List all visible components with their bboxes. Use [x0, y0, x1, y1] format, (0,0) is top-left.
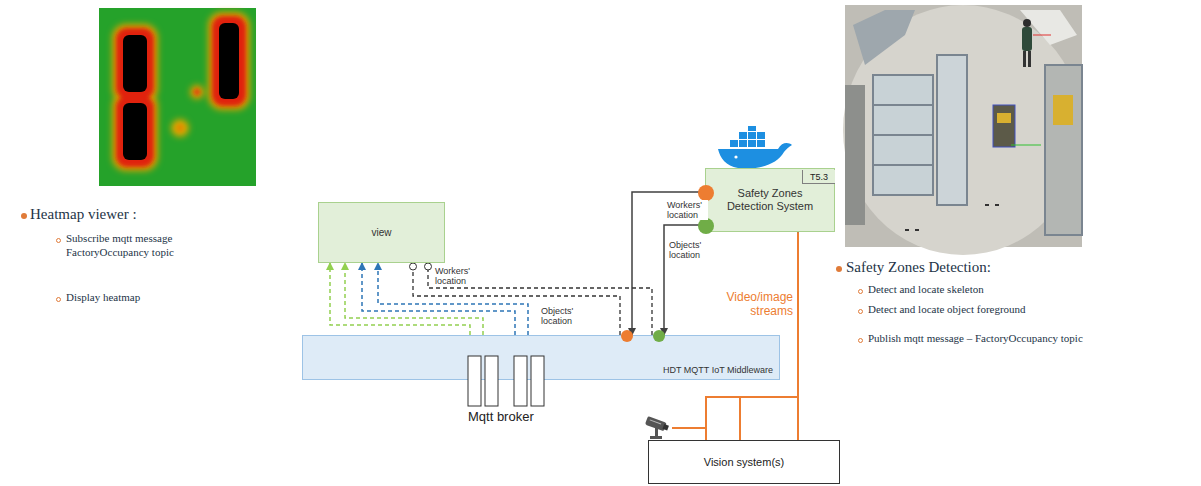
section-heading: Safety Zones Detection:: [846, 259, 991, 276]
bullet-text: Publish mqtt message – FactoryOccupancy …: [868, 332, 1083, 344]
connector: [795, 225, 802, 440]
view-box: view: [318, 202, 445, 263]
edge-label: Objects' location: [540, 306, 582, 326]
node-text: T5.3: [810, 172, 828, 182]
connector: [345, 263, 483, 335]
factory-photo: [845, 5, 1082, 247]
node-text: view: [371, 227, 391, 238]
bullet-mark: [836, 266, 842, 272]
node-text: Vision system(s): [704, 456, 784, 468]
bullet-mark: [21, 213, 27, 219]
node-text: Safety Zones Detection System: [715, 187, 825, 213]
system-box: Safety Zones Detection System T5.3: [705, 168, 835, 232]
bullet-text: Detect and locate object foreground: [868, 303, 1026, 315]
connector: [378, 263, 528, 335]
bullet-text: Subscribe mqtt message FactoryOccupancy …: [66, 231, 191, 259]
middleware-band: HDT MQTT IoT Middleware: [302, 335, 780, 380]
task-tag: T5.3: [802, 170, 835, 184]
bullet-mark: [56, 297, 61, 302]
broker-label: Mqtt broker: [468, 409, 534, 424]
bullet-mark: [858, 309, 863, 314]
bullet-mark: [858, 289, 863, 294]
bullet-text: Detect and locate skeleton: [868, 283, 984, 295]
docker-icon: [716, 126, 794, 170]
bullet-text: Display heatmap: [66, 291, 140, 303]
bullet-mark: [56, 238, 61, 243]
section-heading: Heatmap viewer :: [30, 206, 137, 223]
connector: [362, 263, 515, 335]
edge-label: Workers' location: [434, 266, 476, 286]
edge-label: Video/image streams: [716, 290, 794, 318]
node-text: HDT MQTT IoT Middleware: [663, 365, 773, 376]
bullet-mark: [858, 338, 863, 343]
edge-label: Objects' location: [668, 240, 710, 260]
edge-label: Workers' location: [666, 200, 708, 220]
vision-box: Vision system(s): [648, 440, 840, 484]
heatmap-image: [99, 8, 256, 186]
connector: [425, 263, 653, 335]
